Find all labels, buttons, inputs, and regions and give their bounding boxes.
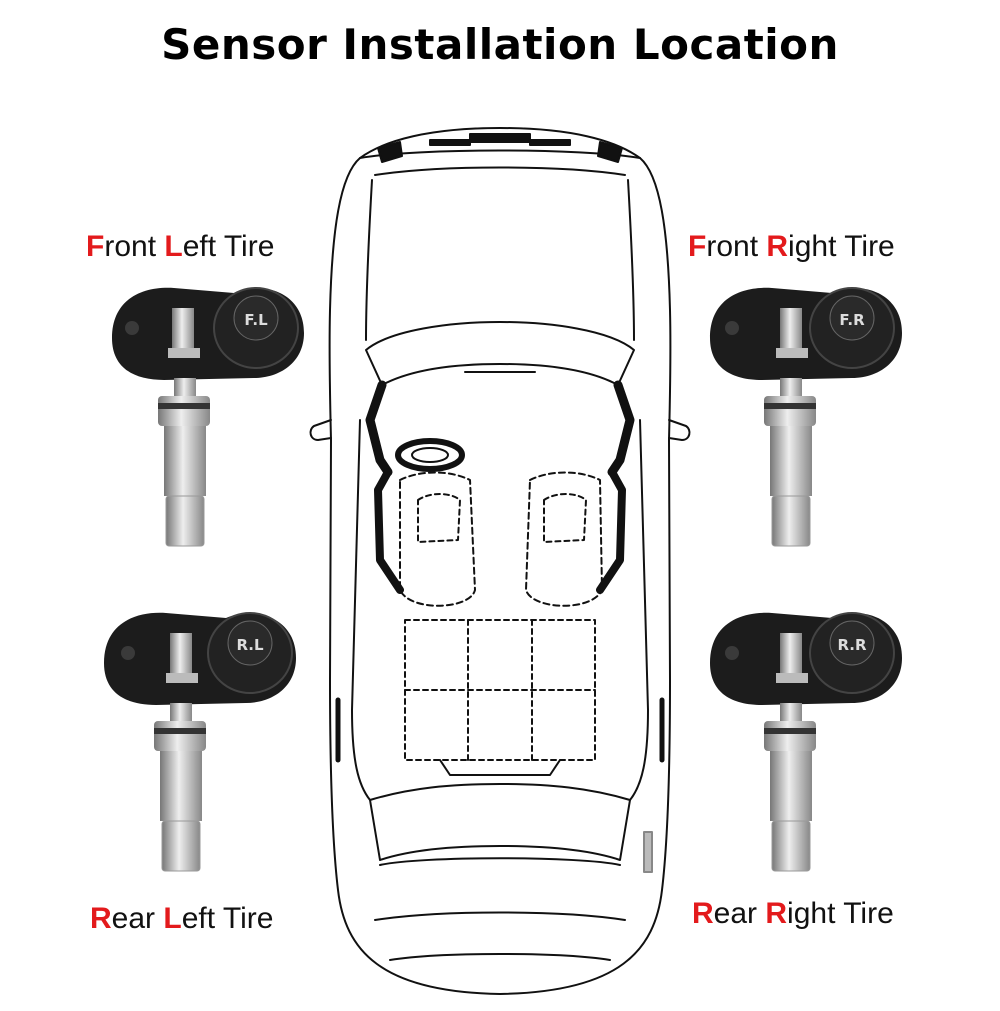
tpms-sensor-front-left-icon: F.L <box>112 287 304 547</box>
sensor-id-text: R.L <box>236 636 264 654</box>
label-initial: L <box>164 230 183 263</box>
car-top-view-icon <box>309 127 691 995</box>
label-text: eft Tire <box>182 230 275 263</box>
sensor-id-text: F.L <box>244 311 268 329</box>
label-front-right-tire: Front Right Tire <box>688 230 895 264</box>
label-text: ear <box>111 902 164 935</box>
label-text: ront <box>104 230 165 263</box>
tpms-sensor-front-right-icon: F.R <box>710 287 902 547</box>
tpms-sensor-rear-left-icon: R.L <box>104 612 296 872</box>
label-front-left-tire: Front Left Tire <box>86 230 274 264</box>
label-initial: L <box>163 902 182 935</box>
label-rear-left-tire: Rear Left Tire <box>90 902 273 936</box>
label-initial: F <box>688 230 707 263</box>
sensor-id-text: R.R <box>837 636 867 654</box>
label-initial: R <box>766 230 789 263</box>
label-rear-right-tire: Rear Right Tire <box>692 897 894 931</box>
label-text: ight Tire <box>788 230 895 263</box>
label-text: eft Tire <box>181 902 274 935</box>
label-initial: R <box>90 902 112 935</box>
label-text: ront <box>706 230 767 263</box>
label-initial: R <box>765 897 788 930</box>
label-text: ight Tire <box>787 897 894 930</box>
page-title: Sensor Installation Location <box>161 20 839 69</box>
sensor-id-text: F.R <box>839 311 865 329</box>
label-text: ear <box>713 897 766 930</box>
tpms-sensor-rear-right-icon: R.R <box>710 612 902 872</box>
label-initial: F <box>86 230 105 263</box>
label-initial: R <box>692 897 714 930</box>
